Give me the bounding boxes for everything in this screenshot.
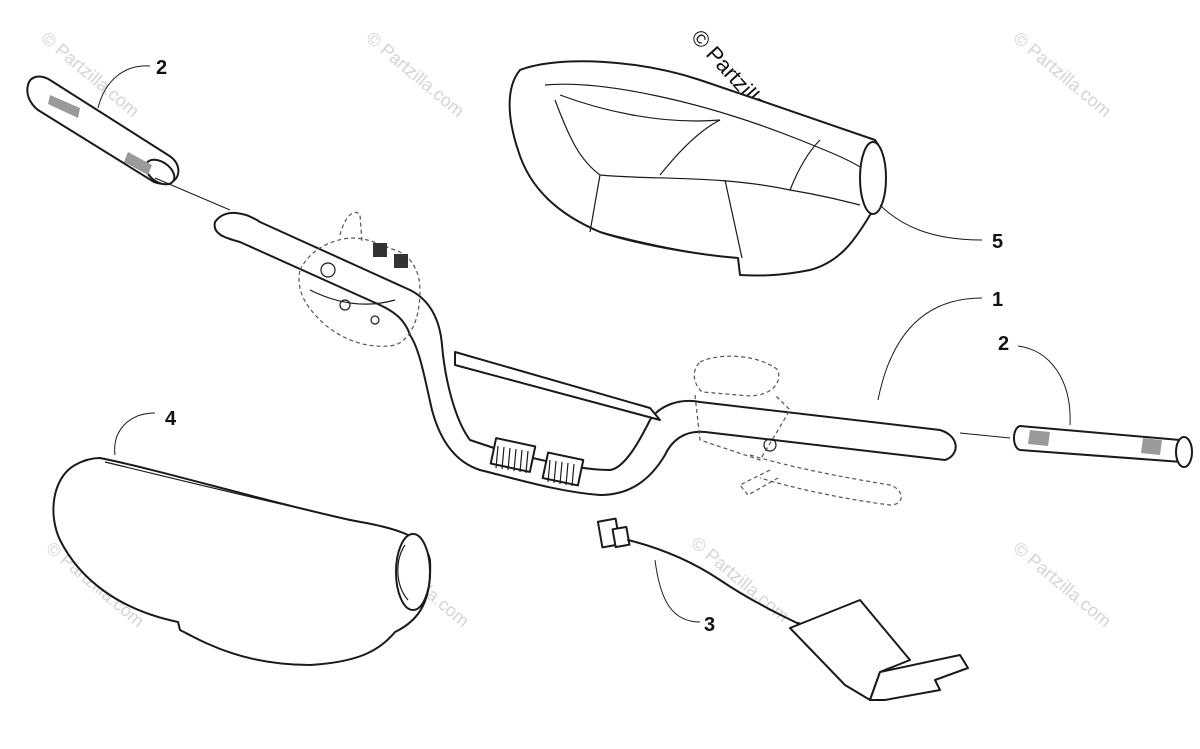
right-grip <box>1013 425 1193 468</box>
watermark-6: © Partzilla.com <box>687 533 793 626</box>
callout-right-grip: 2 <box>998 333 1009 355</box>
watermark-3: © Partzilla.com <box>1009 28 1115 121</box>
lower-handlebar-pad <box>52 457 432 666</box>
watermark-2: © Partzilla.com <box>362 28 468 121</box>
callout-lower-pad: 4 <box>165 408 177 430</box>
switch-button-2 <box>394 254 408 268</box>
callout-handlebar: 1 <box>992 289 1003 311</box>
callout-harness: 3 <box>704 614 715 636</box>
callout-upper-pad: 5 <box>992 231 1003 253</box>
switch-button-1 <box>373 243 387 257</box>
handlebar <box>213 212 957 496</box>
watermark-7: © Partzilla.com <box>1009 538 1115 631</box>
upper-handlebar-pad <box>508 60 887 277</box>
wire-harness <box>596 517 969 701</box>
brake-master-cylinder <box>693 355 902 506</box>
left-grip <box>26 75 180 186</box>
callout-left-grip: 2 <box>156 57 167 79</box>
left-switch-housing <box>298 211 421 347</box>
leader-lines <box>97 65 1071 623</box>
